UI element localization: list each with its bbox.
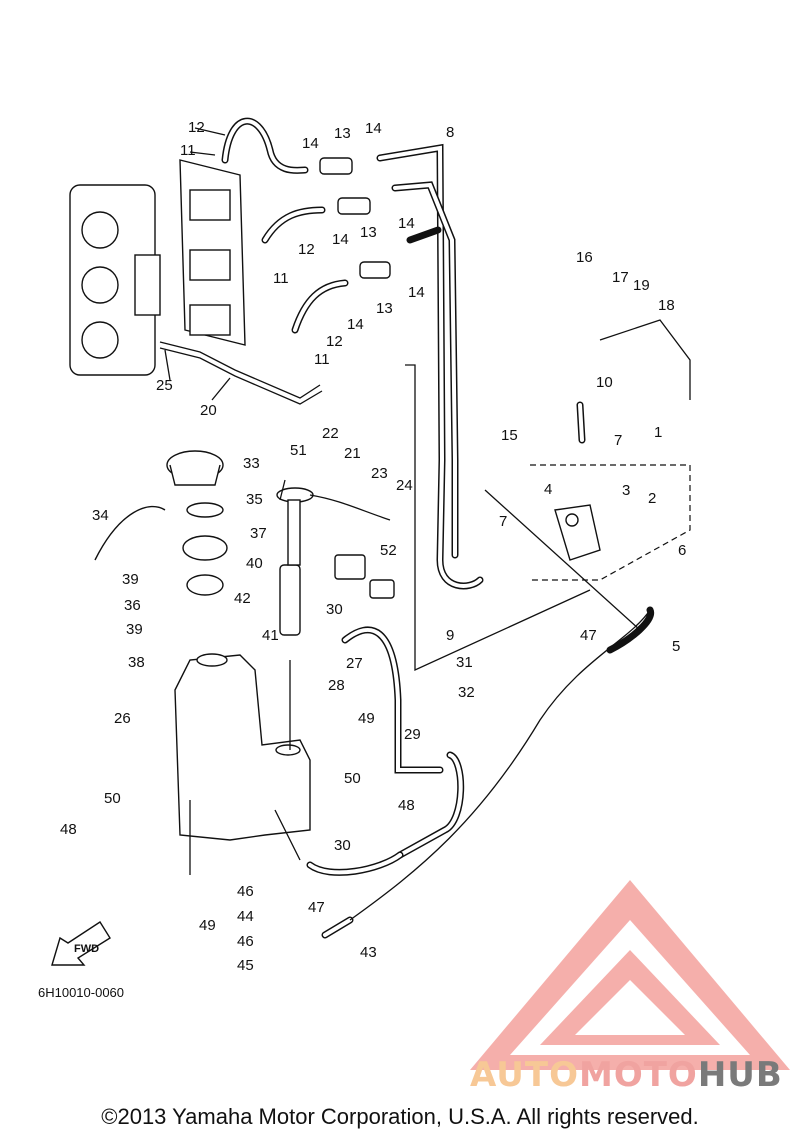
diagram-code: 6H10010-0060 [38,985,125,1000]
callout-36: 36 [124,597,141,614]
brand-moto: MOTO [578,1055,698,1095]
callout-15: 15 [501,427,518,444]
fuel-pump [554,504,601,561]
callout-44: 44 [237,908,254,925]
callout-5: 5 [672,638,680,655]
callout-34: 34 [92,507,109,524]
callout-18: 18 [658,297,675,314]
callout-11-2: 11 [273,270,289,287]
callout-40: 40 [246,555,263,572]
callout-26: 26 [114,710,131,727]
callout-14-3: 14 [398,215,415,232]
callout-29: 29 [404,726,421,743]
callout-37: 37 [250,525,267,542]
callout-16: 16 [576,249,593,266]
fuel-tank [174,653,311,841]
callout-10: 10 [596,374,613,391]
callout-1: 1 [654,424,662,441]
callout-32: 32 [458,684,475,701]
callout-12-3: 12 [326,333,343,350]
copyright-notice: ©2013 Yamaha Motor Corporation, U.S.A. A… [101,1104,699,1129]
callout-19: 19 [633,277,650,294]
callout-33: 33 [243,455,260,472]
callout-35: 35 [246,491,263,508]
callout-23: 23 [371,465,388,482]
brand-hub: HUB [697,1055,783,1095]
callout-43: 43 [360,944,377,961]
callout-2: 2 [648,490,656,507]
callout-46-2: 46 [237,933,254,950]
callout-labels: 1234567789101111111212121313131414141414… [60,119,686,974]
callout-13: 13 [334,125,351,142]
callout-52: 52 [380,542,397,559]
callout-48: 48 [60,821,77,838]
callout-7-2: 7 [499,513,507,530]
callout-14-6: 14 [347,316,364,333]
callout-11-3: 11 [314,351,330,368]
callout-41: 41 [262,627,279,644]
callout-47: 47 [580,627,597,644]
callout-50: 50 [104,790,121,807]
callout-42: 42 [234,590,251,607]
callout-13-2: 13 [360,224,377,241]
callout-3: 3 [622,482,630,499]
callout-17: 17 [612,269,629,286]
callout-48-2: 48 [398,797,415,814]
callout-11: 11 [180,142,196,159]
callout-39: 39 [122,571,139,588]
callout-39-2: 39 [126,621,143,638]
callout-8: 8 [446,124,454,141]
callout-7: 7 [614,432,622,449]
callout-24: 24 [396,477,413,494]
callout-46: 46 [237,883,254,900]
callout-14-5: 14 [408,284,425,301]
callout-49: 49 [199,917,216,934]
callout-12: 12 [188,119,205,136]
callout-50-2: 50 [344,770,361,787]
callout-51: 51 [290,442,307,459]
callout-6: 6 [678,542,686,559]
callout-21: 21 [344,445,361,462]
callout-25: 25 [156,377,173,394]
callout-45: 45 [237,957,254,974]
callout-14-2: 14 [365,120,382,137]
callout-4: 4 [544,481,552,498]
callout-22: 22 [322,425,339,442]
callout-30: 30 [326,601,343,618]
callout-31: 31 [456,654,473,671]
callout-28: 28 [328,677,345,694]
fwd-label: FWD [74,943,99,955]
callout-9: 9 [446,627,454,644]
callout-38: 38 [128,654,145,671]
intake-manifold [179,159,246,346]
callout-14: 14 [302,135,319,152]
callout-12-2: 12 [298,241,315,258]
callout-27: 27 [346,655,363,672]
callout-14-4: 14 [332,231,349,248]
callout-47-2: 47 [308,899,325,916]
watermark-logo [470,880,790,1070]
brand-auto: AUTO [470,1055,579,1095]
callout-13-3: 13 [376,300,393,317]
callout-49-2: 49 [358,710,375,727]
callout-20: 20 [200,402,217,419]
callout-30-2: 30 [334,837,351,854]
watermark-brand: AUTOMOTOHUB [470,1055,783,1095]
fwd-arrow-icon: FWD [51,921,111,966]
engine-block [69,184,161,376]
